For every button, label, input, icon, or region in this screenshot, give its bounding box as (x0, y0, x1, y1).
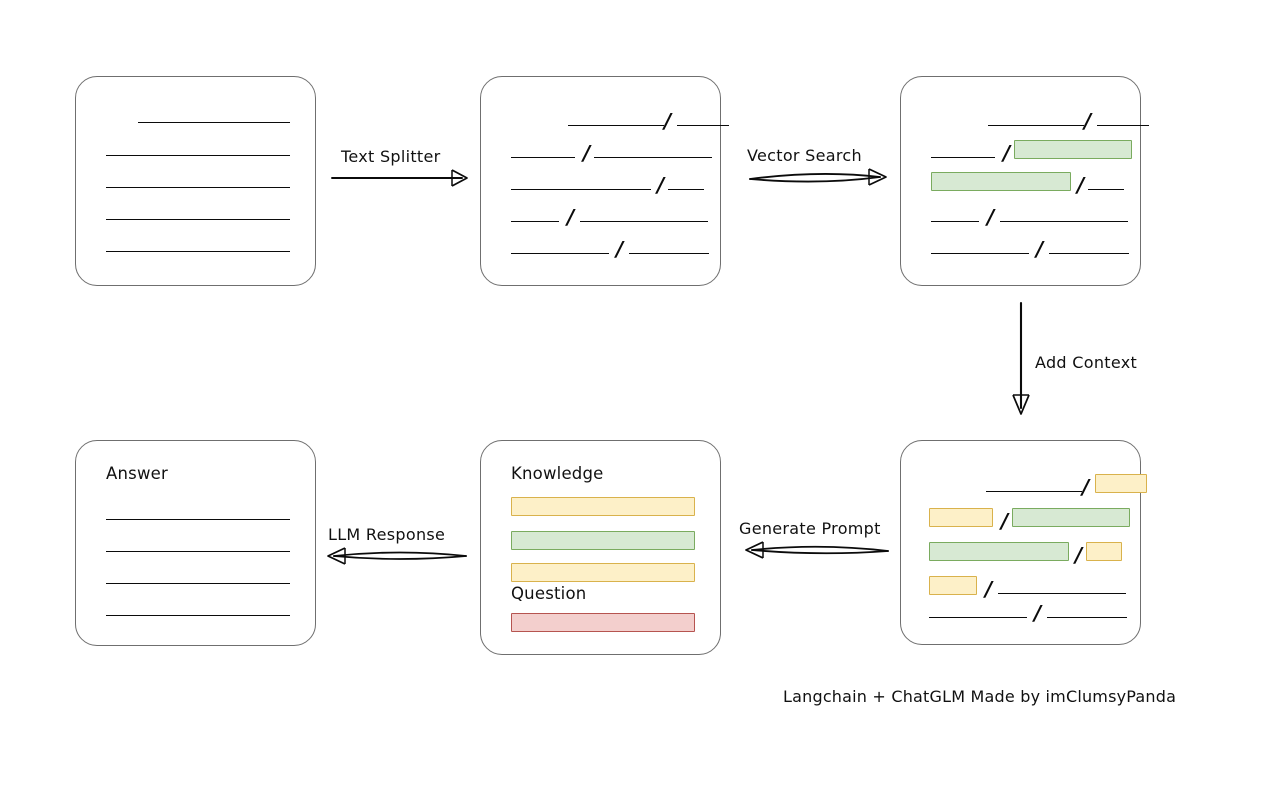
arrow-add-context (1012, 301, 1030, 415)
arrow-text-splitter (331, 169, 468, 187)
segment-right (594, 156, 713, 158)
source-line-4 (106, 219, 290, 220)
segment-right (1088, 188, 1125, 190)
context-row-2: / (929, 507, 1131, 531)
segment-left (931, 156, 995, 158)
highlight-chip-green (1014, 139, 1133, 159)
segment-right (580, 220, 709, 222)
segment-left (568, 124, 664, 126)
answer-line-3 (106, 583, 290, 584)
segment-right (677, 124, 730, 126)
matched-row-2: / (931, 139, 1133, 163)
slash-separator: / (1003, 141, 1011, 165)
edge-label-vector-search: Vector Search (747, 146, 862, 165)
knowledge-bar-3 (511, 563, 695, 582)
slash-separator: / (616, 237, 624, 261)
answer-line-1 (106, 519, 290, 520)
segment-right (1097, 124, 1150, 126)
context-row-1: / (929, 473, 1148, 497)
highlight-chip-yellow (929, 507, 993, 527)
slash-separator: / (1082, 475, 1090, 499)
segment-left (986, 490, 1082, 492)
knowledge-bar-2 (511, 531, 695, 550)
source-line-1 (138, 122, 290, 123)
split-row-1: / (511, 111, 730, 135)
edge-label-text-splitter: Text Splitter (341, 147, 441, 166)
slash-separator: / (1077, 173, 1085, 197)
arrow-generate-prompt (745, 541, 889, 559)
answer-line-4 (106, 615, 290, 616)
slash-separator: / (987, 205, 995, 229)
answer-label: Answer (106, 464, 168, 483)
edge-label-llm-response: LLM Response (328, 525, 446, 544)
slash-separator: / (1036, 237, 1044, 261)
edge-label-add-context: Add Context (1035, 353, 1138, 372)
highlight-chip-yellow (1086, 541, 1123, 561)
knowledge-bar-1 (511, 497, 695, 516)
segment-right (668, 188, 705, 190)
node-source-document[interactable] (75, 76, 316, 286)
slash-separator: / (657, 173, 665, 197)
highlight-chip-yellow (929, 575, 977, 595)
slash-separator: / (985, 577, 993, 601)
node-prompt[interactable]: Knowledge Question (480, 440, 721, 655)
highlight-chip-green (929, 541, 1069, 561)
matched-row-5: / (931, 239, 1130, 263)
source-line-2 (106, 155, 290, 156)
slash-separator: / (1001, 509, 1009, 533)
segment-right (629, 252, 710, 254)
footer-credit: Langchain + ChatGLM Made by imClumsyPand… (783, 687, 1177, 706)
arrow-llm-response (327, 547, 467, 565)
segment-left (511, 252, 609, 254)
edge-label-generate-prompt: Generate Prompt (739, 519, 881, 538)
slash-separator: / (1034, 601, 1042, 625)
source-line-3 (106, 187, 290, 188)
question-bar-1 (511, 613, 695, 632)
knowledge-label: Knowledge (511, 464, 604, 483)
arrow-vector-search (749, 168, 887, 186)
slash-separator: / (567, 205, 575, 229)
segment-right (1049, 252, 1130, 254)
split-row-3: / (511, 175, 705, 199)
node-answer[interactable]: Answer (75, 440, 316, 646)
node-context-document[interactable]: / / / / / (900, 440, 1148, 645)
highlight-chip-green (1012, 507, 1131, 527)
slash-separator: / (664, 109, 672, 133)
answer-line-2 (106, 551, 290, 552)
segment-right (998, 592, 1127, 594)
context-row-3: / (929, 541, 1123, 565)
segment-left (988, 124, 1084, 126)
segment-left (931, 220, 979, 222)
matched-row-1: / (931, 111, 1150, 135)
segment-left (931, 252, 1029, 254)
segment-left (511, 188, 651, 190)
question-label: Question (511, 584, 587, 603)
segment-left (511, 220, 559, 222)
highlight-chip-yellow (1095, 473, 1148, 493)
matched-row-3: / (931, 171, 1125, 195)
matched-row-4: / (931, 207, 1129, 231)
split-row-5: / (511, 239, 710, 263)
slash-separator: / (1075, 543, 1083, 567)
split-row-4: / (511, 207, 709, 231)
node-matched-document[interactable]: / / / / / (900, 76, 1150, 286)
context-row-5: / (929, 603, 1128, 627)
split-row-2: / (511, 143, 713, 167)
segment-right (1047, 616, 1128, 618)
segment-left (511, 156, 575, 158)
slash-separator: / (1084, 109, 1092, 133)
slash-separator: / (583, 141, 591, 165)
context-row-4: / (929, 575, 1127, 599)
node-split-document[interactable]: / / / / / (480, 76, 730, 286)
segment-left (929, 616, 1027, 618)
highlight-chip-green (931, 171, 1071, 191)
source-line-5 (106, 251, 290, 252)
segment-right (1000, 220, 1129, 222)
